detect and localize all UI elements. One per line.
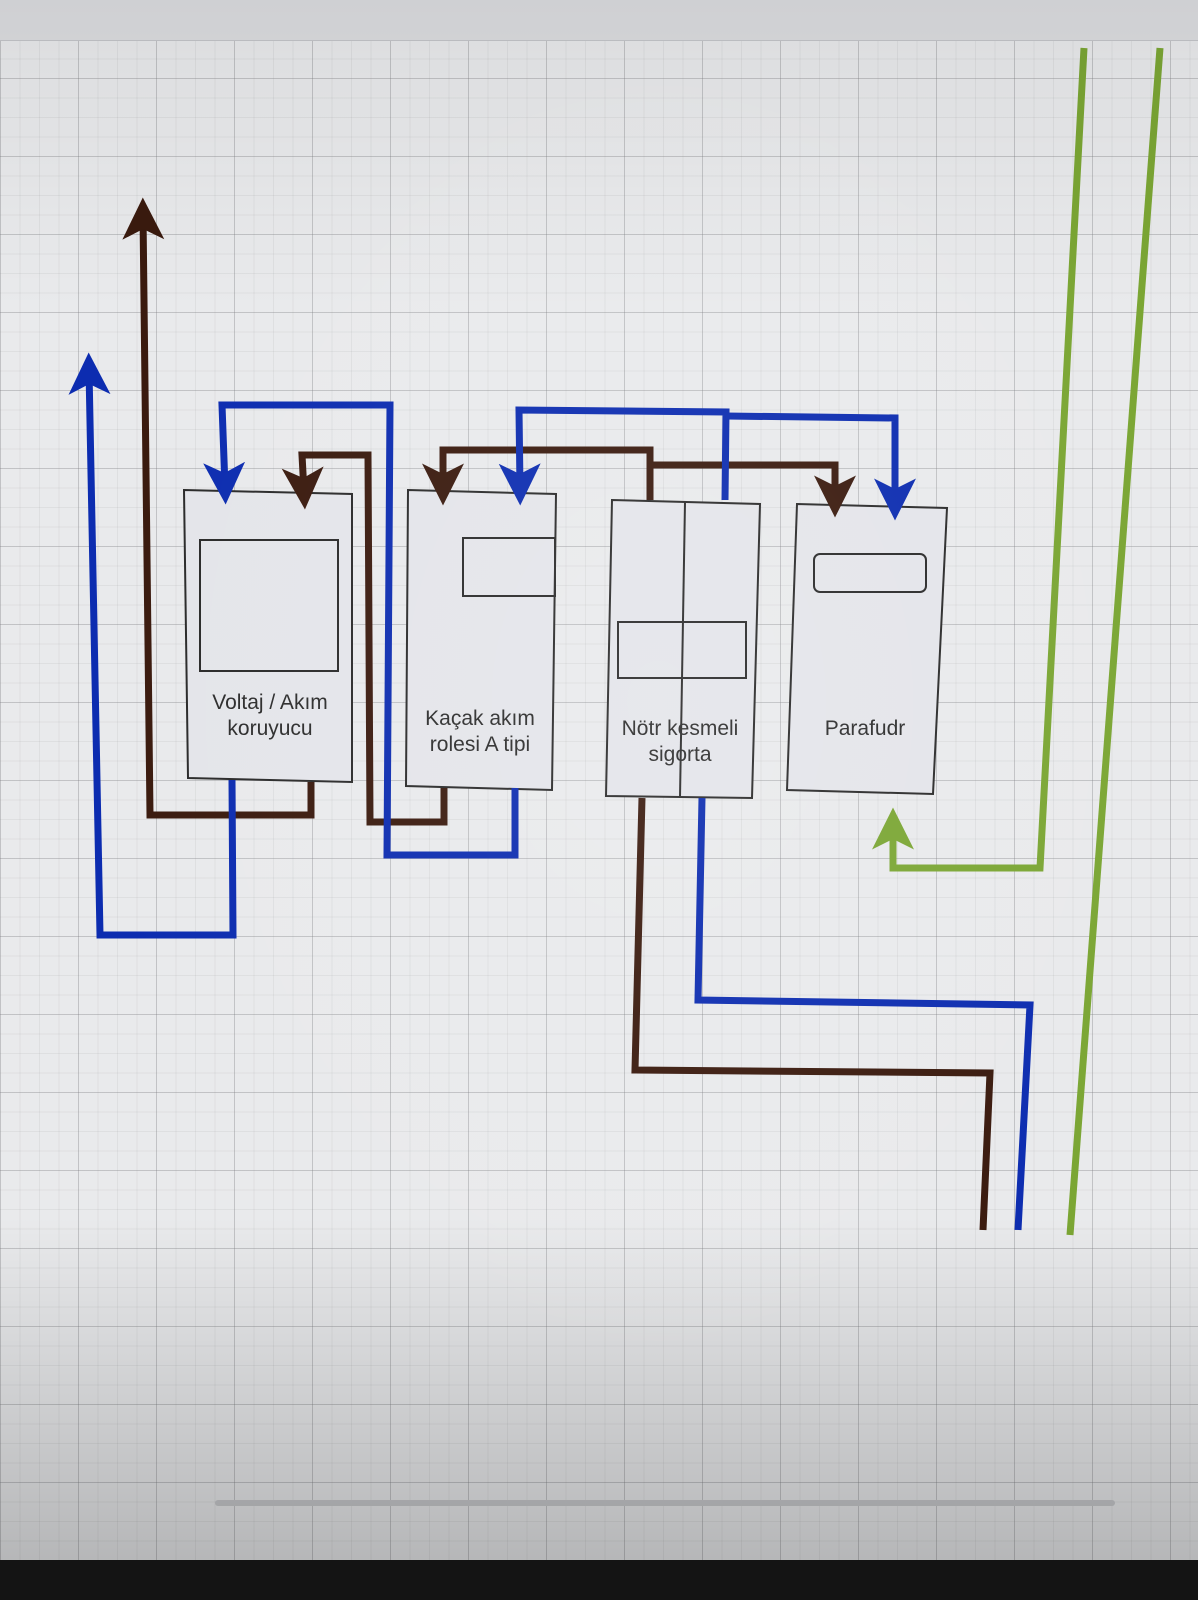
neutral-wire-rcd-to-protector xyxy=(203,401,519,859)
rounded-window-icon xyxy=(813,553,927,593)
pole-divider xyxy=(679,501,686,798)
phase-wire-breaker-to-surge xyxy=(650,461,856,518)
display-window-icon xyxy=(199,539,339,672)
earth-wire-to-surge-arrester xyxy=(872,47,1088,872)
wiring-diagram xyxy=(68,47,1164,1236)
horizontal-scrollbar[interactable] xyxy=(215,1500,1115,1506)
neutral-wire-breaker-to-rcd xyxy=(498,406,730,506)
diagram-canvas[interactable]: Voltaj / Akım koruyucu Kaçak akım rolesi… xyxy=(0,0,1198,1560)
device-label-neutral-breaker: Nötr kesmeli sigorta xyxy=(621,717,739,766)
device-surge-arrester[interactable] xyxy=(785,502,949,796)
phase-wire-rcd-to-protector xyxy=(281,451,448,826)
small-window-icon xyxy=(462,537,556,597)
phase-wire-supply xyxy=(631,797,994,1231)
neutral-wire-supply xyxy=(694,797,1034,1231)
device-label-rcd: Kaçak akım rolesi A tipi xyxy=(425,707,535,756)
device-label-surge-arrester: Parafudr xyxy=(824,717,906,740)
double-pole-window-icon xyxy=(617,621,747,679)
earth-wire-main xyxy=(1066,47,1164,1236)
monitor-bezel xyxy=(0,1560,1198,1600)
phase-wire-breaker-to-rcd xyxy=(422,446,654,506)
neutral-wire-output xyxy=(68,352,237,939)
window-top-bar xyxy=(0,0,1198,41)
device-label-voltage-protector: Voltaj / Akım koruyucu xyxy=(212,691,328,740)
device-neutral-breaker[interactable] xyxy=(604,498,762,800)
neutral-wire-breaker-to-surge xyxy=(725,412,916,521)
